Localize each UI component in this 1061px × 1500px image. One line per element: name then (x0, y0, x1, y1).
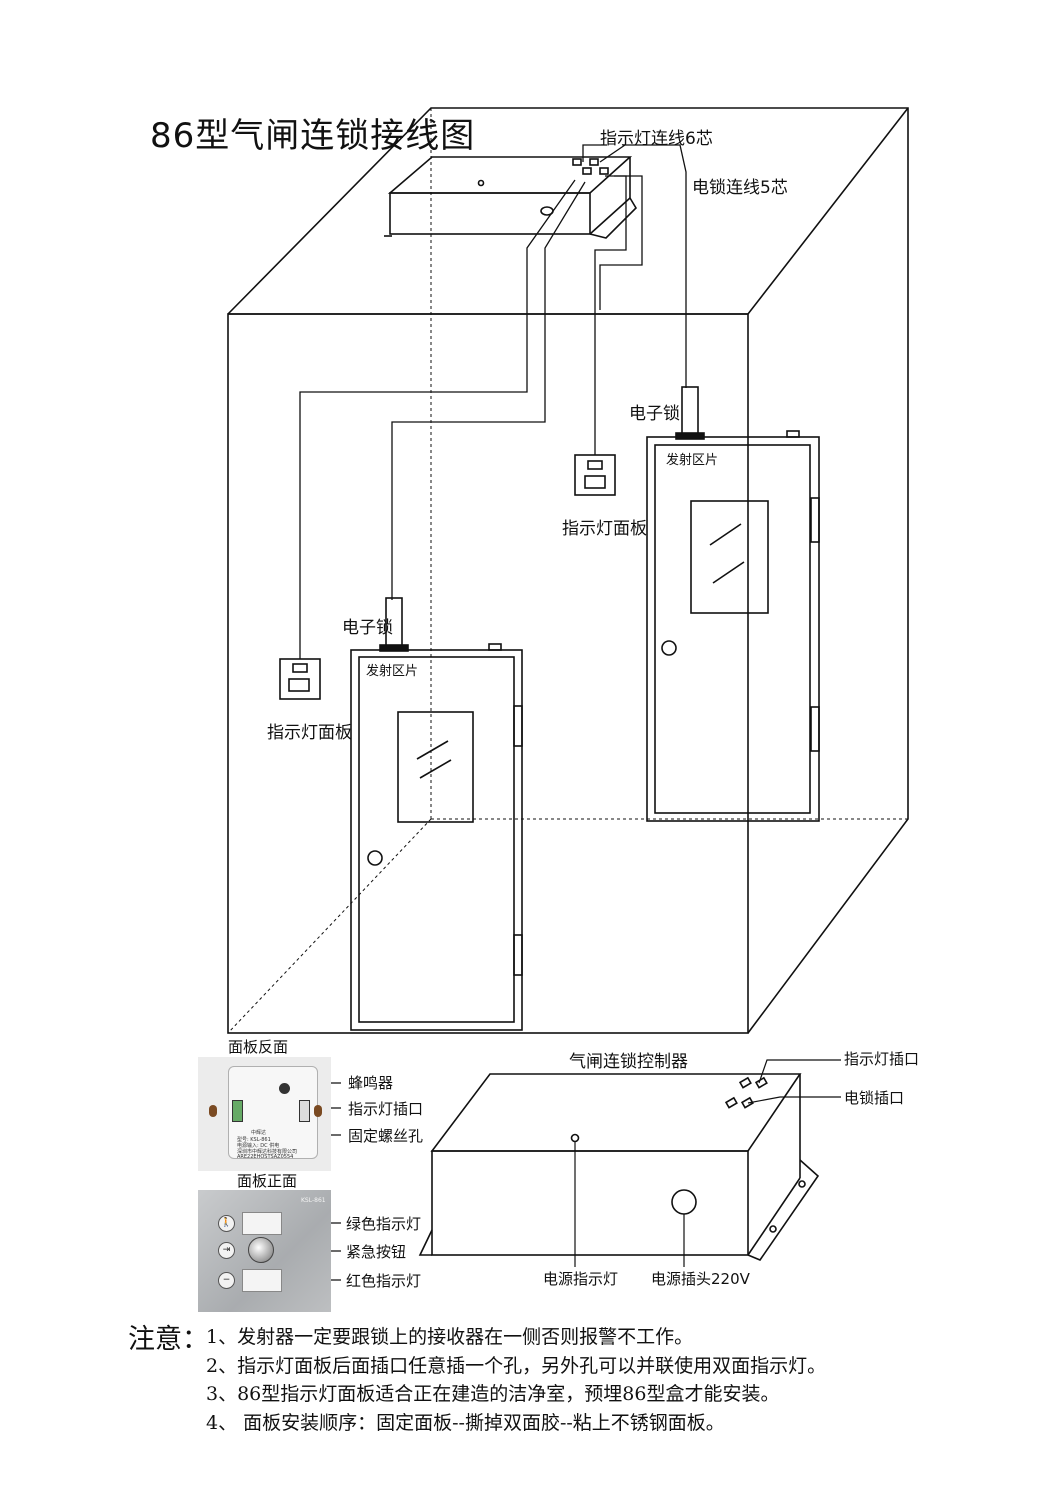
callout-green-light: 绿色指示灯 (346, 1215, 422, 1233)
note-item: 2、指示灯面板后面插口任意插一个孔，另外孔可以并联使用双面指示灯。 (206, 1355, 827, 1377)
panel-front-model: KSL-861 (301, 1197, 326, 1204)
panel-front-photo: KSL-861 🚶 ⇥ − (198, 1190, 331, 1312)
controller-lock-socket-label: 电锁插口 (844, 1089, 905, 1107)
page-title: 86型气闸连锁接线图 (150, 116, 476, 156)
left-lock-label: 电子锁 (342, 618, 393, 638)
power-indicator-label: 电源指示灯 (543, 1270, 619, 1288)
panel-back-plate: 中辉达 型号: KSL-861 电源输入: DC 供电 深圳市中辉达科技有限公司… (228, 1066, 318, 1160)
panel-back-print-line: 深圳市中辉达科技有限公司 (237, 1149, 298, 1155)
top-controller-box (384, 156, 638, 239)
indicator-socket-icon (299, 1100, 310, 1122)
indicator-panel-right (574, 454, 616, 496)
green-indicator-light (242, 1212, 282, 1235)
right-indicator-panel-label: 指示灯面板 (562, 519, 647, 539)
left-door (350, 597, 523, 1031)
notes-heading: 注意： (128, 1324, 209, 1355)
panel-back-print-line: 型号: KSL-861 (237, 1137, 271, 1143)
room-box (227, 107, 909, 1034)
right-door (646, 386, 820, 822)
exit-icon: ⇥ (218, 1242, 235, 1259)
screw-hole-icon (314, 1105, 322, 1117)
buzzer-icon (279, 1083, 290, 1094)
wiring (299, 144, 687, 659)
panel-back-heading: 面板反面 (228, 1038, 289, 1056)
emergency-button[interactable] (248, 1237, 274, 1263)
controller-indicator-socket-label: 指示灯插口 (844, 1050, 920, 1068)
callout-indicator-socket: 指示灯插口 (348, 1100, 424, 1118)
screw-hole-icon (209, 1105, 217, 1117)
left-emitter-label: 发射区片 (366, 664, 419, 679)
note-item: 1、发射器一定要跟锁上的接收器在一侧否则报警不工作。 (206, 1326, 694, 1348)
indicator-socket-icon (232, 1100, 243, 1122)
right-lock-label: 电子锁 (629, 404, 680, 424)
panel-back-print-line: 电源输入: DC 供电 (237, 1143, 280, 1149)
note-item: 3、86型指示灯面板适合正在建造的洁净室，预埋86型盒才能安装。 (206, 1383, 780, 1405)
walk-icon: 🚶 (218, 1215, 235, 1232)
indicator-panel-left (279, 658, 321, 700)
red-indicator-light (242, 1269, 282, 1292)
panel-back-photo: 中辉达 型号: KSL-861 电源输入: DC 供电 深圳市中辉达科技有限公司… (198, 1057, 331, 1171)
callout-emergency-button: 紧急按钮 (346, 1243, 407, 1261)
panel-back-print-line: 中辉达 (251, 1130, 267, 1136)
no-entry-icon: − (218, 1272, 235, 1289)
indicator-cable-label: 指示灯连线6芯 (600, 129, 713, 149)
callout-buzzer: 蜂鸣器 (348, 1074, 394, 1092)
panel-front-heading: 面板正面 (237, 1172, 298, 1190)
power-plug-label: 电源插头220V (651, 1270, 750, 1288)
note-item: 4、 面板安装顺序：固定面板--撕掉双面胶--粘上不锈钢面板。 (206, 1412, 725, 1434)
lock-cable-label: 电锁连线5芯 (692, 178, 788, 198)
callout-screw-hole: 固定螺丝孔 (348, 1127, 424, 1145)
left-indicator-panel-label: 指示灯面板 (267, 723, 352, 743)
bottom-controller-box (418, 1073, 820, 1261)
controller-heading: 气闸连锁控制器 (569, 1052, 688, 1072)
callout-red-light: 红色指示灯 (346, 1272, 422, 1290)
panel-back-print-line: ARE22EHOSTSAZ0554 (237, 1154, 294, 1160)
right-emitter-label: 发射区片 (666, 453, 719, 468)
